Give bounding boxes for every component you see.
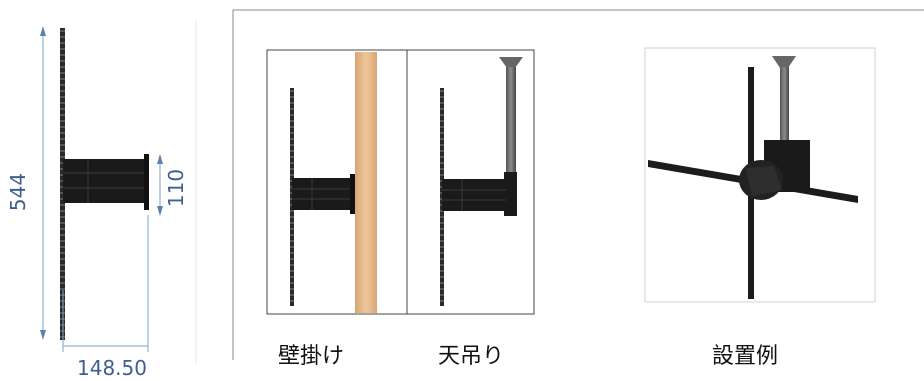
wall-mount-illustration [266, 49, 408, 315]
ceiling-mount-illustration [406, 49, 535, 315]
rebar-vertical [60, 28, 65, 340]
installation-example-caption: 設置例 [712, 344, 779, 369]
height-dimension-label: 544 [6, 172, 30, 212]
width-dimension-label: 148.50 [77, 356, 147, 380]
ceiling-mount-caption: 天吊り [438, 344, 505, 369]
dimension-drawing [40, 20, 197, 364]
depth-dimension-label: 110 [164, 168, 188, 208]
width-dimension-line [62, 215, 149, 352]
usage-panel [232, 9, 924, 360]
installation-example-illustration [644, 47, 876, 303]
wall-mount-caption: 壁掛け [278, 344, 345, 369]
bracket-block [63, 154, 149, 210]
